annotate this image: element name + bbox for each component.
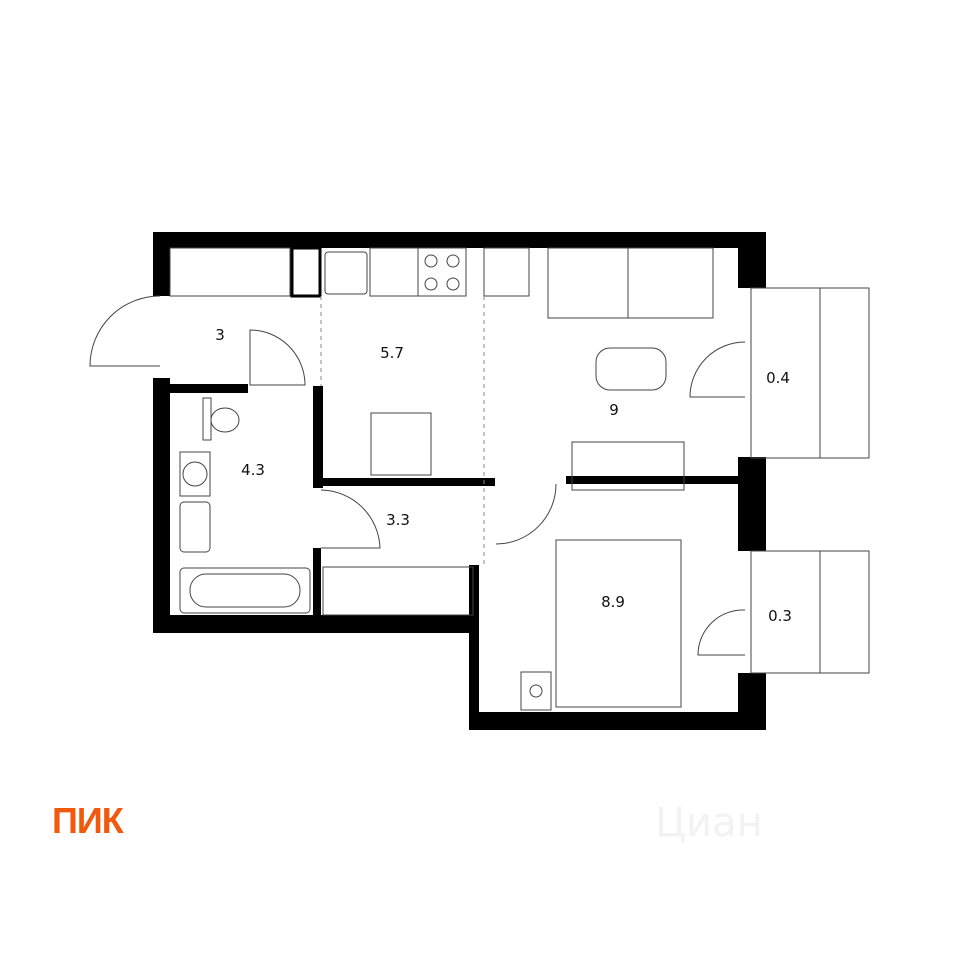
pik-logo: ПИК (52, 800, 124, 841)
room-area-balcony-2: 0.3 (768, 607, 792, 625)
room-area-balcony-1: 0.4 (766, 369, 790, 387)
room-area-kitchen: 5.7 (380, 344, 404, 362)
room-area-corridor: 3.3 (386, 511, 410, 529)
room-area-bathroom: 4.3 (241, 461, 265, 479)
room-area-bedroom: 8.9 (601, 593, 625, 611)
cian-watermark: Циан (655, 800, 763, 846)
room-area-living: 9 (609, 401, 619, 419)
room-area-hall: 3 (215, 326, 225, 344)
